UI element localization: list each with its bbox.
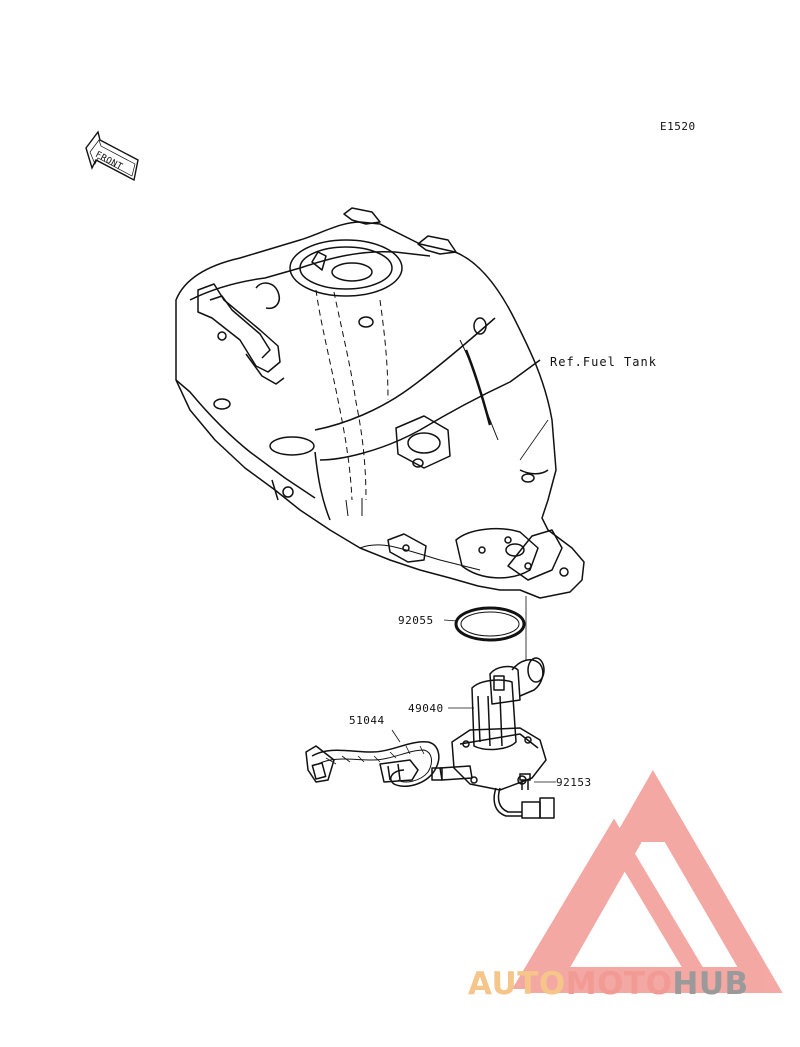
- gasket-92055-drawing: [454, 606, 526, 642]
- part-number-51044: 51044: [349, 714, 385, 727]
- bolt-92153-drawing: [519, 773, 531, 790]
- hose-51044-drawing: [305, 741, 440, 788]
- front-arrow-icon: [85, 130, 139, 182]
- part-number-92153: 92153: [556, 776, 592, 789]
- part-number-49040: 49040: [408, 702, 444, 715]
- fuel-tank-drawing: [175, 207, 585, 599]
- watermark-moto: MOTO: [565, 966, 673, 1002]
- watermark-hub: HUB: [672, 966, 749, 1002]
- part-number-92055: 92055: [398, 614, 434, 627]
- watermark-auto: AUTO: [468, 966, 566, 1002]
- fuel-pump-49040-drawing: [431, 657, 555, 819]
- leader-92055: [443, 619, 458, 622]
- ref-fuel-tank-label: Ref.Fuel Tank: [550, 355, 657, 369]
- diagram-code: E1520: [660, 120, 696, 133]
- ref-leader-line: [519, 419, 549, 461]
- watermark-text: AUTOMOTOHUB: [468, 966, 749, 1002]
- automotohub-logo: [512, 769, 783, 993]
- leader-51044: [391, 729, 401, 743]
